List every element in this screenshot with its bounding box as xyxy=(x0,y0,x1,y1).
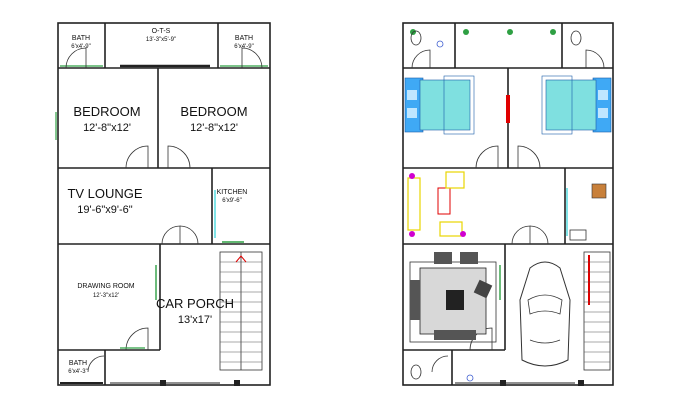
bed-right-icon xyxy=(541,75,612,135)
door-swing xyxy=(529,225,549,245)
door-swing xyxy=(411,49,431,69)
tv-lounge-size: 19'-6"x9'-6" xyxy=(77,204,133,216)
right-outer-wall xyxy=(402,22,614,386)
dining-set-icon xyxy=(409,252,497,343)
bedroom-right-size: 12'-8"x12' xyxy=(190,122,238,134)
toilet-icon xyxy=(410,364,422,380)
ots-size: 13'-3"x5'-9" xyxy=(146,37,176,43)
door-swing xyxy=(517,145,541,169)
bath-top-left-size: 6'x4'-9" xyxy=(71,44,90,50)
car-porch-size: 13'x17' xyxy=(178,314,212,326)
door-swing xyxy=(511,225,531,245)
door-swing xyxy=(161,225,181,245)
door-swing xyxy=(167,145,191,169)
kitchen-name: KITCHEN xyxy=(217,189,248,196)
sofa-set-icon xyxy=(407,171,466,237)
bedroom-left-size: 12'-8"x12' xyxy=(83,122,131,134)
ots-name: O-T-S xyxy=(152,28,171,35)
drawing-room-size: 12'-3"x12' xyxy=(93,293,119,299)
plant-icon xyxy=(463,29,469,35)
toilet-icon xyxy=(410,30,422,46)
car-porch-name: CAR PORCH xyxy=(156,296,234,311)
door-swing xyxy=(241,47,263,69)
tv-lounge-name: TV LOUNGE xyxy=(67,186,142,201)
kitchen-sink-icon xyxy=(569,229,587,241)
kitchen-size: 6'x9'-6" xyxy=(222,198,241,204)
bath-bottom-name: BATH xyxy=(69,360,87,367)
red-door-marker xyxy=(506,95,510,123)
stair-treads xyxy=(220,261,262,363)
car-icon xyxy=(519,261,571,367)
door-swing xyxy=(475,145,499,169)
stair-arrow xyxy=(235,255,247,263)
plant-icon xyxy=(550,29,556,35)
plant-icon xyxy=(507,29,513,35)
left-floor-plan: BATH 6'x4'-9" O-T-S 13'-3"x5'-9" BATH 6'… xyxy=(55,22,271,386)
bath-top-right-size: 6'x4'-9" xyxy=(234,44,253,50)
bedroom-right-name: BEDROOM xyxy=(180,104,247,119)
door-swing xyxy=(87,355,105,373)
bedroom-left-name: BEDROOM xyxy=(73,104,140,119)
staircase xyxy=(583,251,611,371)
door-swing xyxy=(431,355,449,373)
door-swing xyxy=(585,49,605,69)
bed-left-icon xyxy=(404,75,475,135)
door-swing xyxy=(179,225,199,245)
right-floor-plan xyxy=(402,22,614,386)
drawing-room-name: DRAWING ROOM xyxy=(77,283,134,290)
bath-bottom-size: 6'x4'-3" xyxy=(68,369,87,375)
door-swing xyxy=(125,145,149,169)
door-swing xyxy=(65,47,87,69)
bath-top-right-name: BATH xyxy=(235,35,253,42)
toilet-icon xyxy=(570,30,582,46)
kitchen-stove-icon xyxy=(591,183,607,199)
bath-top-left-name: BATH xyxy=(72,35,90,42)
door-swing xyxy=(125,327,149,351)
